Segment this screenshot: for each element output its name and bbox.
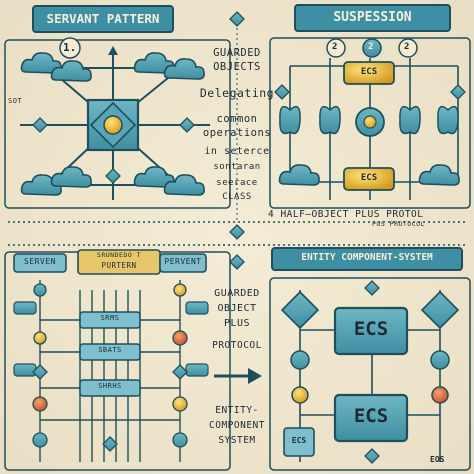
servant-pattern-panel — [4, 5, 231, 209]
center-common: common — [216, 113, 258, 125]
center-in-seterce: in seterce — [204, 146, 270, 157]
suspension-title-box — [294, 4, 451, 32]
guarded-banner-bottom: PURTERN — [101, 261, 137, 270]
guarded-servant-panel — [4, 249, 231, 471]
cloud-icon — [278, 164, 320, 186]
half-object-label: 4 HALF–OBJECT PLUS PROTOL — [268, 209, 424, 220]
diamond-icon — [102, 436, 118, 452]
ecs-box-top — [333, 306, 409, 356]
ecs-small-box-label: ECS — [291, 436, 307, 445]
ecs-box-bottom — [333, 393, 409, 443]
suspension-frame — [269, 37, 471, 209]
guarded-tag-right: PERVENT — [164, 257, 202, 266]
guarded-chip: SBATS — [98, 346, 122, 354]
diamond-icon — [172, 364, 188, 380]
center-guarded: GUARDED — [213, 47, 261, 59]
step-label-2a: 2 — [332, 42, 338, 52]
suspension-title: SUSPESSION — [333, 10, 412, 25]
ecs-title: ENTITY COMPONENT-SYSTEM — [301, 252, 433, 263]
step-label-2c: 2 — [404, 42, 410, 52]
diamond-icon — [364, 280, 380, 296]
diamond-icon — [364, 448, 380, 464]
ecs-text-3: SYSTEM — [218, 435, 256, 446]
cloud-icon — [50, 166, 92, 188]
divider-diamond-top — [229, 11, 245, 27]
ecs-text-2: COMPONENT — [209, 420, 265, 431]
diamond-icon — [32, 117, 48, 133]
guarded-chip: SRMS — [100, 314, 120, 322]
half-object-sub: PUS PROTOCOL — [372, 220, 425, 228]
suspension-box-label-top: ECS — [360, 67, 378, 77]
servant-pattern-title: SERVANT PATTERN — [46, 11, 160, 26]
suspension-box-label-bottom: ECS — [360, 173, 378, 183]
servant-frame — [4, 39, 231, 209]
ecs-title-box — [271, 247, 463, 271]
servant-title-box — [32, 5, 174, 33]
guarded-object-2: OBJECT — [217, 303, 257, 314]
step-label-1: 1. — [63, 41, 77, 54]
step-badge-1 — [59, 37, 81, 59]
center-class: CLASS — [222, 192, 252, 202]
guarded-tag-left: SERVEN — [24, 257, 56, 266]
divider — [8, 11, 466, 270]
center-seerace: seerace — [216, 178, 258, 188]
suspension-gold-box-top — [343, 61, 395, 85]
servant-gold-node — [103, 115, 123, 135]
guarded-banner-top: SRUNDEDO T — [96, 251, 142, 259]
guarded-object-3: PLUS — [223, 318, 251, 329]
step-label-2b: 2 — [368, 42, 374, 52]
guarded-chip: SHRHS — [98, 382, 122, 390]
guarded-object-1: GUARDED — [214, 288, 260, 299]
ecs-box-label-bottom: ECS — [353, 405, 389, 427]
diamond-icon — [105, 168, 121, 184]
servant-side-label: SOT — [8, 97, 23, 105]
center-sontaran: sontaran — [213, 162, 261, 172]
ecs-panel — [269, 247, 471, 471]
divider-diamond-mid — [229, 224, 245, 240]
guarded-object-4: PROTOCOL — [212, 340, 262, 351]
ecs-small-box — [283, 427, 315, 457]
cloud-icon — [418, 164, 460, 186]
center-delegating: Delegating — [199, 86, 275, 100]
ecs-frame — [269, 277, 471, 471]
suspension-panel — [269, 4, 471, 209]
suspension-gold-box-bottom — [343, 167, 395, 191]
ecs-corner-label: EOS — [430, 455, 445, 464]
ecs-text-1: ENTITY- — [215, 405, 259, 416]
divider-diamond-low — [229, 254, 245, 270]
diamond-icon — [450, 84, 466, 100]
ecs-box-label-top: ECS — [353, 318, 389, 340]
center-objects: OBJECTS — [213, 61, 261, 73]
center-operations: operations — [202, 127, 272, 139]
